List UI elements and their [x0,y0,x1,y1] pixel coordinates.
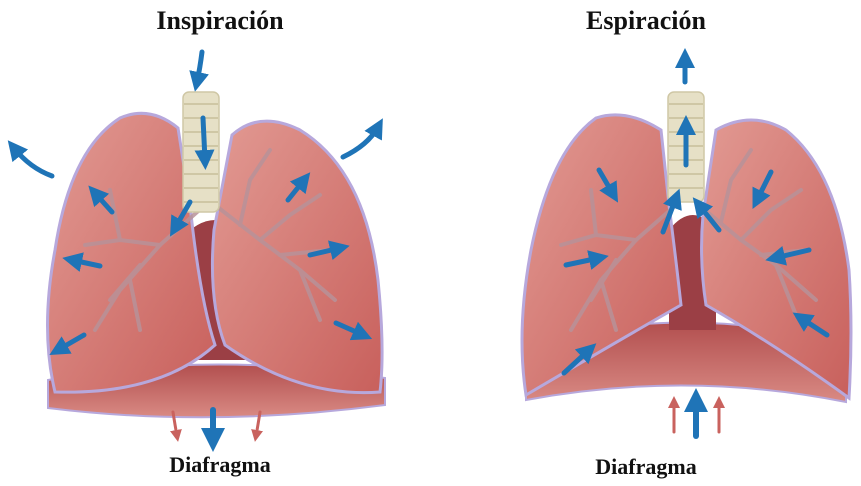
panel-title: Espiración [431,6,861,36]
trachea [183,92,219,212]
expiration-panel: Espiración Diafragma [431,0,861,486]
panel-title: Inspiración [0,6,430,36]
diaphragm-label: Diafragma [0,452,430,478]
diaphragm-motion-arrow-icon [674,400,719,436]
inspiration-illustration [0,0,430,486]
inspiration-panel: Inspiración Diafragma [0,0,430,486]
right-lung [212,121,382,392]
diaphragm-label: Diafragma [431,454,861,480]
expiration-illustration [431,0,861,486]
